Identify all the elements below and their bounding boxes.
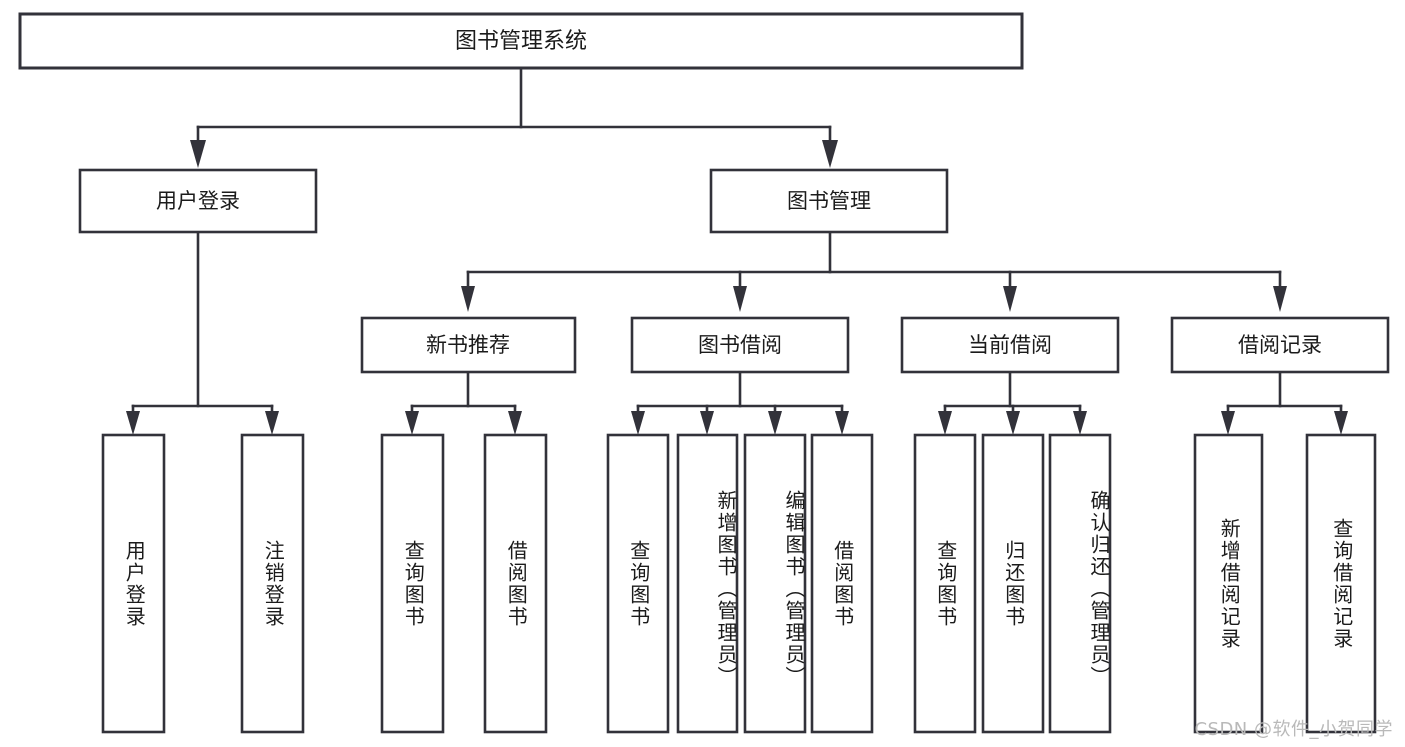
arrow-head-leaf-add-book <box>700 411 714 435</box>
csdn-watermark: CSDN @软件_小贺同学 <box>1194 719 1393 740</box>
node-box-leaf-borrow-book-1[interactable] <box>483 433 548 734</box>
node-box-leaf-edit-book[interactable] <box>743 433 807 734</box>
node-box-new-book-rec[interactable] <box>360 316 577 374</box>
node-box-leaf-query-record[interactable] <box>1305 433 1377 734</box>
node-box-root[interactable] <box>18 12 1024 70</box>
node-box-leaf-borrow-book-2[interactable] <box>810 433 874 734</box>
arrow-head-leaf-confirm-return <box>1073 411 1087 435</box>
edge-group-book-borrow <box>631 370 849 435</box>
node-box-borrow-record[interactable] <box>1170 316 1390 374</box>
node-box-leaf-return-book[interactable] <box>981 433 1045 734</box>
arrow-head-leaf-query-book-1 <box>405 411 419 435</box>
edge-group-current-borrow <box>938 370 1087 435</box>
edge-group-book-manage <box>461 230 1287 312</box>
node-box-user-login[interactable] <box>78 168 318 234</box>
node-box-leaf-query-book-3[interactable] <box>913 433 977 734</box>
arrow-head-book-borrow <box>733 286 747 312</box>
node-box-leaf-query-book-1[interactable] <box>380 433 445 734</box>
node-label-current-borrow: 当前借阅 <box>968 333 1052 357</box>
node-box-book-manage[interactable] <box>709 168 949 234</box>
arrow-head-user-login <box>190 140 206 168</box>
edge-group-root <box>190 66 838 168</box>
edge-group-user-login <box>126 230 279 435</box>
node-label-book-borrow: 图书借阅 <box>698 333 782 357</box>
arrow-head-leaf-query-book-3 <box>938 411 952 435</box>
node-box-leaf-confirm-return[interactable] <box>1048 433 1112 734</box>
arrow-head-leaf-return-book <box>1006 411 1020 435</box>
arrow-head-borrow-record <box>1273 286 1287 312</box>
node-label-root: 图书管理系统 <box>455 29 587 54</box>
node-label-book-manage: 图书管理 <box>787 189 871 213</box>
node-box-leaf-query-book-2[interactable] <box>606 433 670 734</box>
arrow-head-leaf-query-book-2 <box>631 411 645 435</box>
node-box-leaf-add-record[interactable] <box>1193 433 1264 734</box>
arrow-head-book-manage <box>822 140 838 168</box>
node-box-leaf-user-login[interactable] <box>101 433 166 734</box>
node-box-leaf-add-book[interactable] <box>676 433 739 734</box>
arrow-head-leaf-edit-book <box>768 411 782 435</box>
arrow-head-current-borrow <box>1003 286 1017 312</box>
node-label-user-login: 用户登录 <box>156 189 240 213</box>
arrow-head-leaf-borrow-book-2 <box>835 411 849 435</box>
arrow-head-leaf-add-record <box>1221 411 1235 435</box>
arrow-head-new-book-rec <box>461 286 475 312</box>
node-box-leaf-user-logout[interactable] <box>240 433 305 734</box>
arrow-head-leaf-borrow-book-1 <box>508 411 522 435</box>
arrow-head-leaf-query-record <box>1334 411 1348 435</box>
node-box-book-borrow[interactable] <box>630 316 850 374</box>
edge-group-borrow-record <box>1221 370 1348 435</box>
node-label-new-book-rec: 新书推荐 <box>426 333 510 357</box>
edge-group-new-book-rec <box>405 370 522 435</box>
node-label-borrow-record: 借阅记录 <box>1238 333 1322 357</box>
arrow-head-leaf-user-login <box>126 411 140 435</box>
arrow-head-leaf-user-logout <box>265 411 279 435</box>
node-box-current-borrow[interactable] <box>900 316 1120 374</box>
